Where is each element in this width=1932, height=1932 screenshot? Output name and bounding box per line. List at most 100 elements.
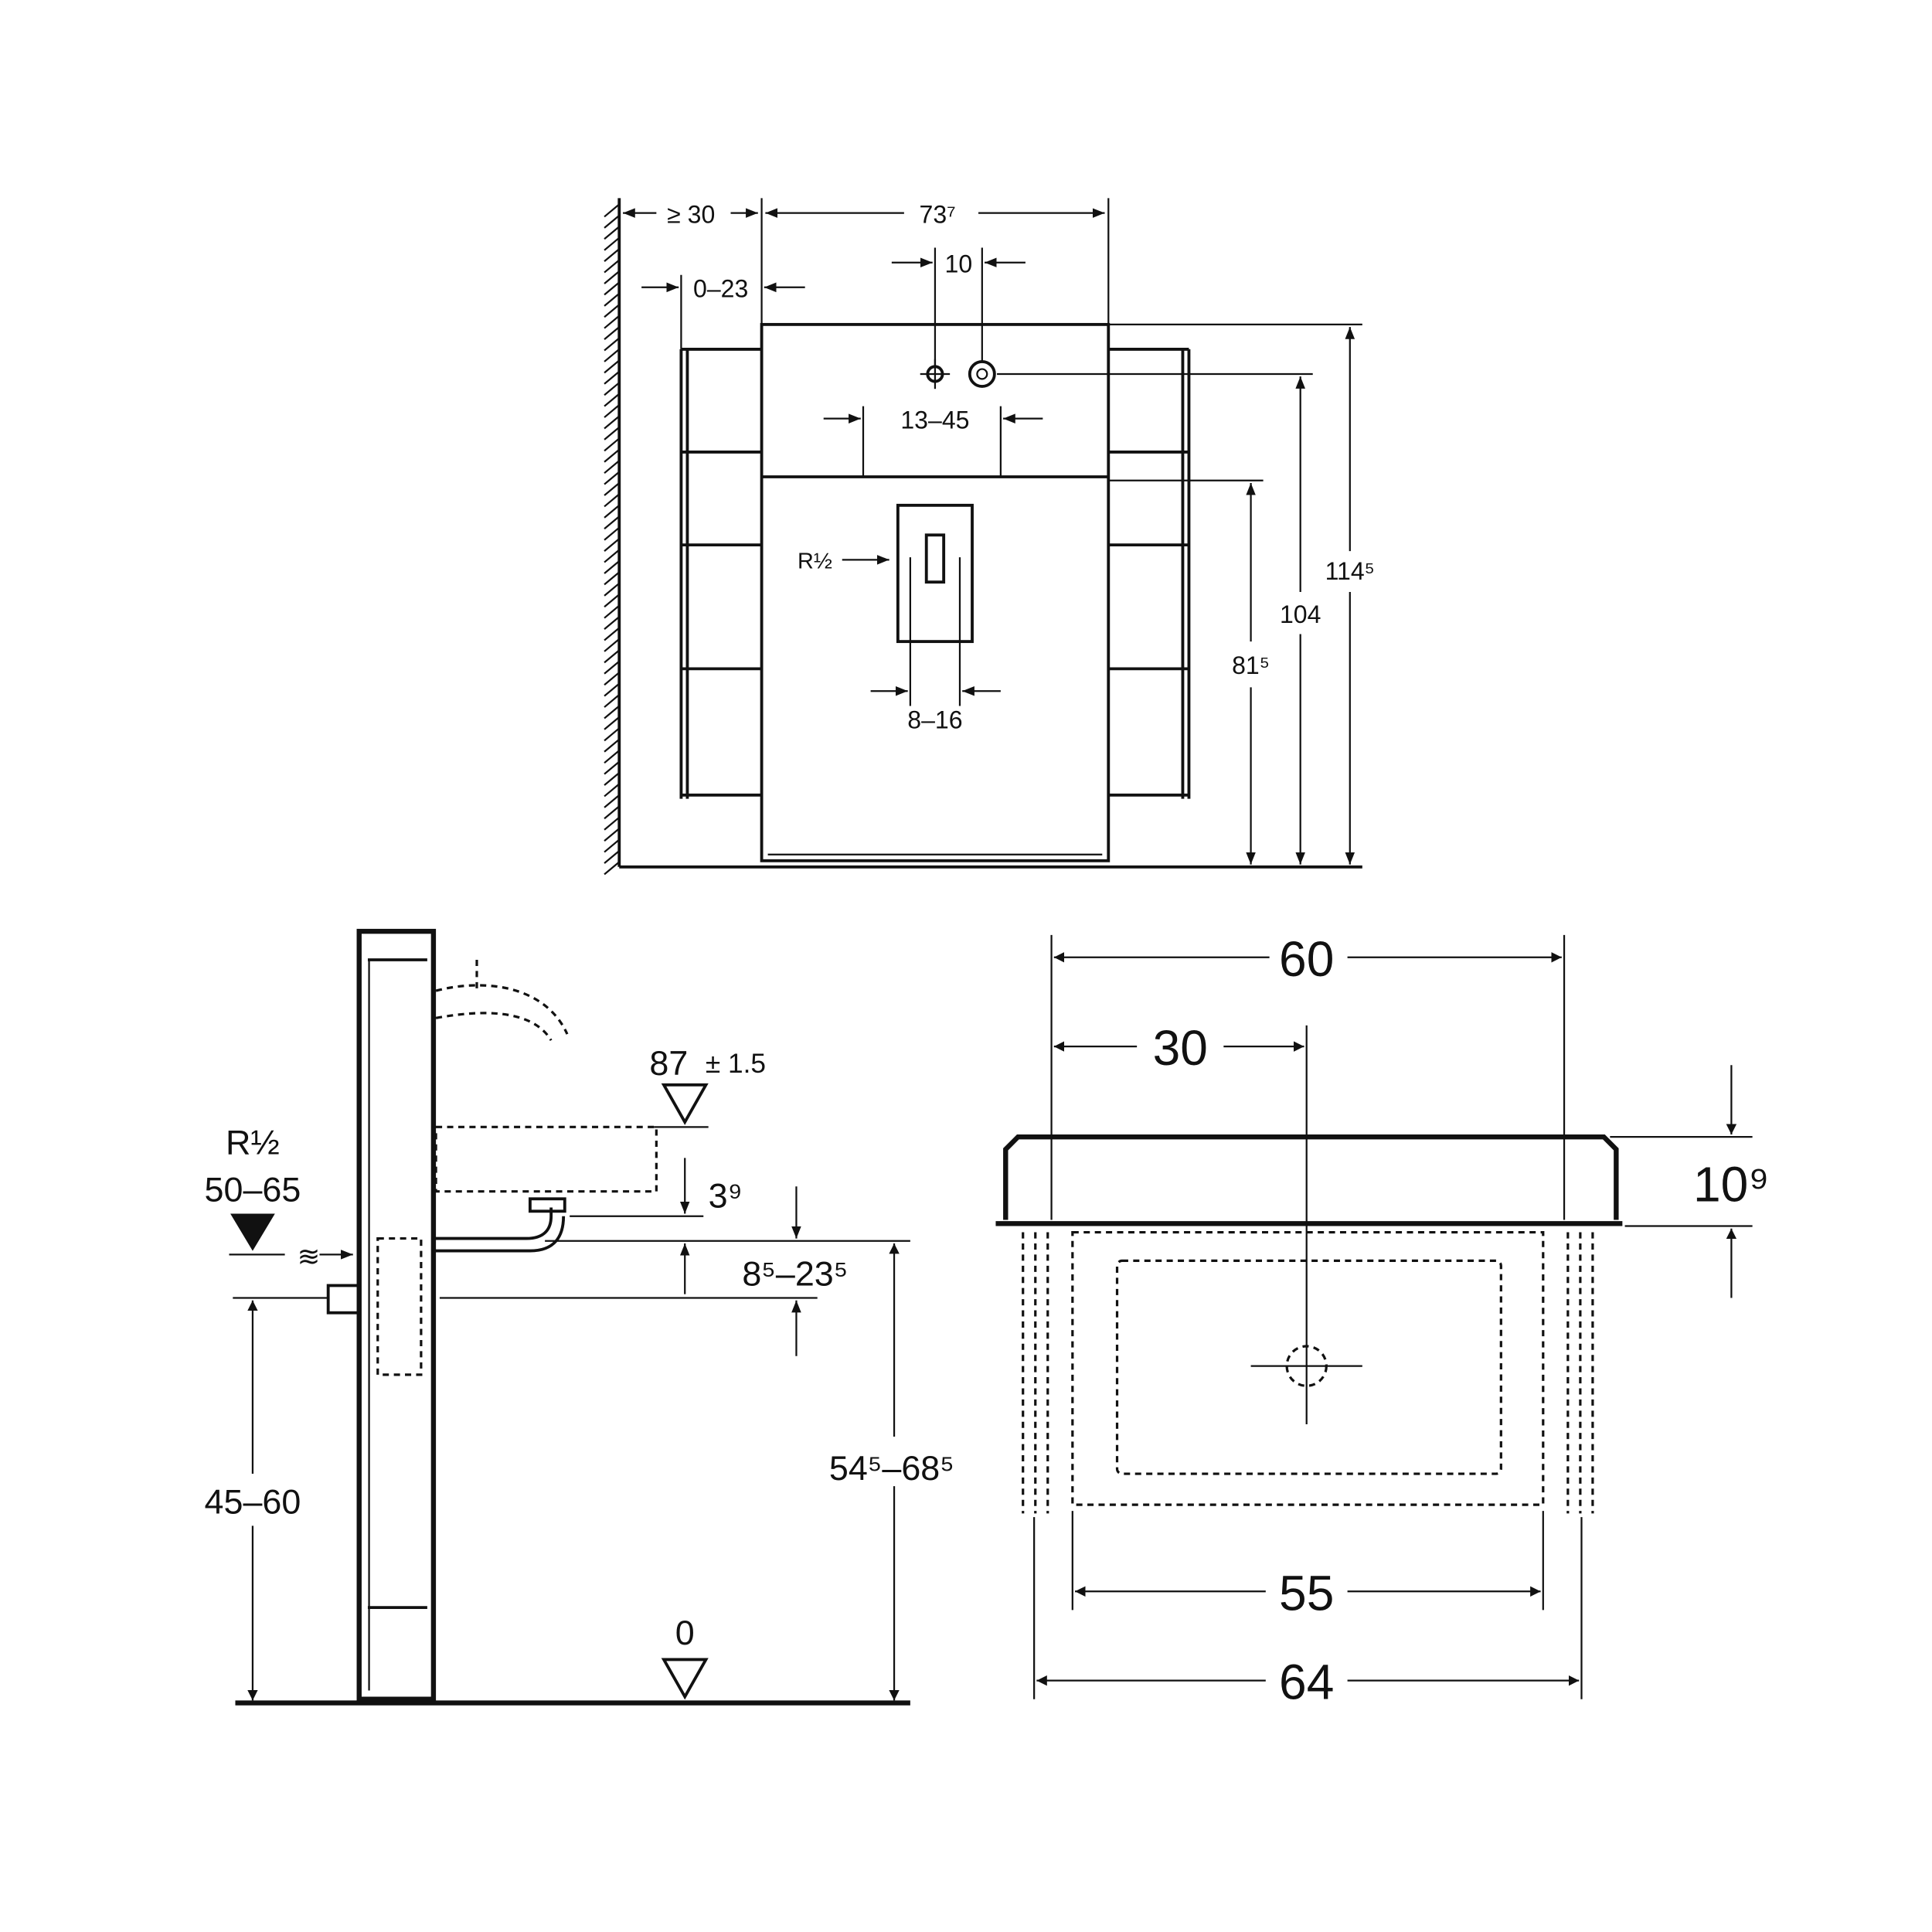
right-leg xyxy=(1566,1232,1594,1514)
label-basin-center: 30 xyxy=(1153,1020,1208,1076)
basin-bowl-outline xyxy=(1115,1259,1502,1475)
siphon-outline xyxy=(376,1236,423,1376)
hatch-mark xyxy=(604,393,621,407)
hatch-mark xyxy=(604,448,621,463)
hatch-mark xyxy=(604,828,621,842)
label-drain-height: 45–60 xyxy=(205,1481,301,1521)
label-supply-range: 50–65 xyxy=(205,1169,301,1209)
drain-outlet xyxy=(924,533,946,584)
rim-level-marker xyxy=(661,1083,709,1125)
basin-outline xyxy=(434,1125,658,1193)
hatch-mark xyxy=(604,236,621,251)
hatch-mark xyxy=(604,538,621,553)
hatch-mark xyxy=(604,281,621,296)
faucet-outline xyxy=(435,984,569,1035)
label-wall-clearance: ≥ 30 xyxy=(667,200,715,228)
hatch-mark xyxy=(604,560,621,574)
tap-connection-icon xyxy=(920,359,996,389)
hatch-mark xyxy=(604,649,621,664)
wall-hatching xyxy=(604,203,621,876)
hatch-mark xyxy=(604,214,621,229)
hatch-mark xyxy=(604,460,621,474)
label-floor-level: 0 xyxy=(675,1613,695,1652)
hatch-mark xyxy=(604,850,621,864)
top-view: 60 30 55 64 10⁹ xyxy=(995,931,1770,1710)
hatch-mark xyxy=(604,382,621,396)
supply-connector xyxy=(326,1284,361,1315)
hatch-mark xyxy=(604,482,621,496)
hatch-mark xyxy=(604,760,621,775)
label-rim-height: 87 xyxy=(649,1043,688,1083)
label-connection-side: R½ xyxy=(226,1123,280,1162)
installation-panel xyxy=(760,322,1111,862)
hatch-mark xyxy=(604,437,621,452)
hatch-mark xyxy=(604,326,621,340)
hatch-mark xyxy=(604,582,621,597)
hatch-mark xyxy=(604,515,621,530)
hatch-mark xyxy=(604,638,621,652)
hatch-mark xyxy=(604,526,621,541)
hatch-mark xyxy=(604,504,621,519)
installation-panel-side xyxy=(356,928,437,1702)
hatch-mark xyxy=(604,226,621,240)
hatch-mark xyxy=(604,660,621,675)
hatch-mark xyxy=(604,616,621,630)
label-drain-range: 8–16 xyxy=(907,706,962,733)
hatch-mark xyxy=(604,292,621,307)
hatch-mark xyxy=(604,594,621,608)
label-rim-tolerance: ± 1.5 xyxy=(706,1049,766,1079)
drain-hole xyxy=(1285,1345,1328,1387)
hatch-mark xyxy=(604,816,621,831)
label-tap-spacing: 10 xyxy=(945,250,973,278)
supply-level-marker xyxy=(230,1213,275,1251)
hatch-mark xyxy=(604,682,621,697)
floor-level-marker xyxy=(661,1658,709,1700)
hatch-mark xyxy=(604,549,621,563)
label-height-basin: 81⁵ xyxy=(1232,651,1270,679)
hatch-mark xyxy=(604,404,621,418)
hatch-mark xyxy=(604,772,621,786)
label-rim-thickness: 10⁹ xyxy=(1693,1156,1770,1212)
label-tap-range: 13–45 xyxy=(900,406,969,434)
drain-box xyxy=(896,503,974,644)
hatch-mark xyxy=(604,694,621,708)
hatch-mark xyxy=(604,259,621,274)
label-drain-offset: 8⁵–23⁵ xyxy=(742,1253,848,1293)
right-towel-rack xyxy=(1108,348,1191,799)
hatch-mark xyxy=(604,727,621,742)
hatch-mark xyxy=(604,705,621,719)
basin-body-outline xyxy=(1071,1230,1545,1506)
label-height-taps: 104 xyxy=(1280,600,1321,628)
hatch-mark xyxy=(604,716,621,730)
side-view: ≋ 87 ± 1.5 R½ 50–65 3⁹ 8⁵–23⁵ 45–60 54⁵–… xyxy=(205,928,954,1706)
hatch-mark xyxy=(604,794,621,808)
hatch-mark xyxy=(604,415,621,430)
label-drain-depth: 3⁹ xyxy=(709,1176,743,1216)
hatch-mark xyxy=(604,604,621,619)
label-panel-height: 54⁵–68⁵ xyxy=(829,1448,954,1488)
left-towel-rack xyxy=(679,348,762,799)
hatch-mark xyxy=(604,359,621,374)
hatch-mark xyxy=(604,493,621,508)
label-basin-width: 60 xyxy=(1279,931,1334,987)
hatch-mark xyxy=(604,270,621,284)
hatch-mark xyxy=(604,738,621,753)
hatch-mark xyxy=(604,203,621,218)
label-rack-offset: 0–23 xyxy=(693,275,748,303)
hatch-mark xyxy=(604,838,621,853)
label-connection: R½ xyxy=(798,549,832,574)
label-width: 73⁷ xyxy=(920,200,956,228)
hatch-mark xyxy=(604,750,621,764)
label-height-total: 114⁵ xyxy=(1325,557,1375,585)
hatch-mark xyxy=(604,805,621,820)
hatch-mark xyxy=(604,471,621,485)
hatch-mark xyxy=(604,248,621,263)
hatch-mark xyxy=(604,672,621,686)
basin-rim xyxy=(1003,1134,1619,1220)
hatch-mark xyxy=(604,349,621,362)
hatch-mark xyxy=(604,861,621,876)
hatch-mark xyxy=(604,370,621,385)
left-leg xyxy=(1022,1232,1049,1514)
drain-pipe xyxy=(433,1207,553,1240)
